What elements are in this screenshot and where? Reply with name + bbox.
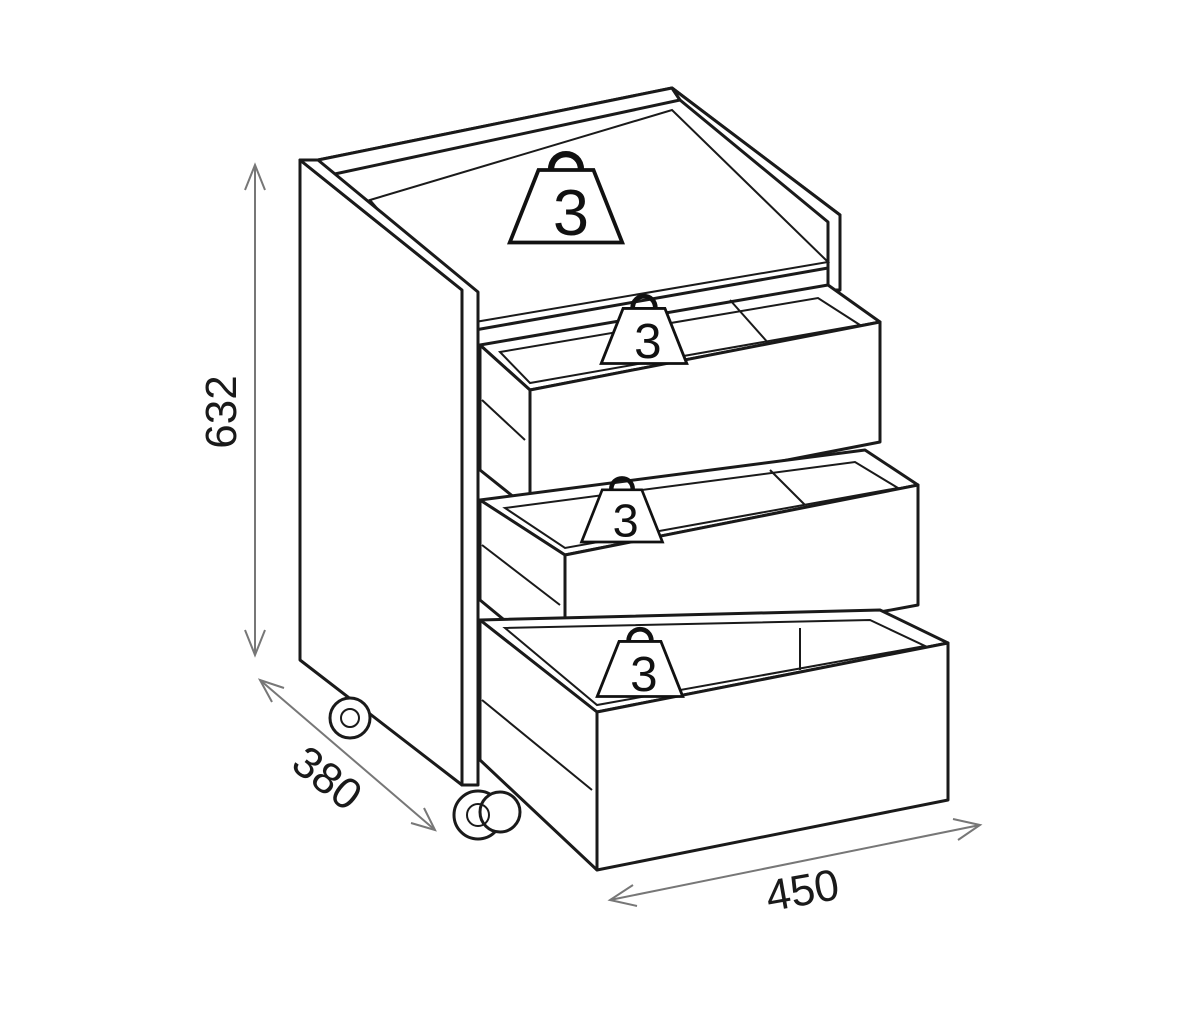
weight-handle-icon — [630, 293, 658, 309]
weight-top: 3 — [506, 151, 626, 249]
weight-icon — [506, 168, 626, 245]
weight-label: 3 — [634, 314, 661, 369]
weight-icon — [595, 639, 685, 698]
depth-label: 380 — [283, 737, 371, 821]
dimension-height: 632 — [197, 162, 266, 658]
drawer-1 — [478, 283, 882, 512]
weight-label: 3 — [553, 176, 589, 249]
weight-icon — [599, 306, 689, 365]
weight-label: 3 — [613, 495, 639, 547]
weight-label: 3 — [630, 647, 657, 702]
side-panel — [298, 158, 480, 787]
weight-drawer-3: 3 — [595, 626, 685, 702]
drawer-3 — [478, 608, 950, 872]
weight-handle-icon — [608, 476, 636, 491]
casters — [328, 696, 522, 841]
weight-drawer-2: 3 — [579, 476, 665, 547]
weight-drawer-1: 3 — [599, 293, 689, 369]
weight-icon — [579, 488, 665, 544]
weight-handle-icon — [547, 151, 585, 171]
width-label: 450 — [762, 860, 843, 921]
weight-handle-icon — [626, 626, 654, 642]
height-label: 632 — [197, 375, 246, 448]
